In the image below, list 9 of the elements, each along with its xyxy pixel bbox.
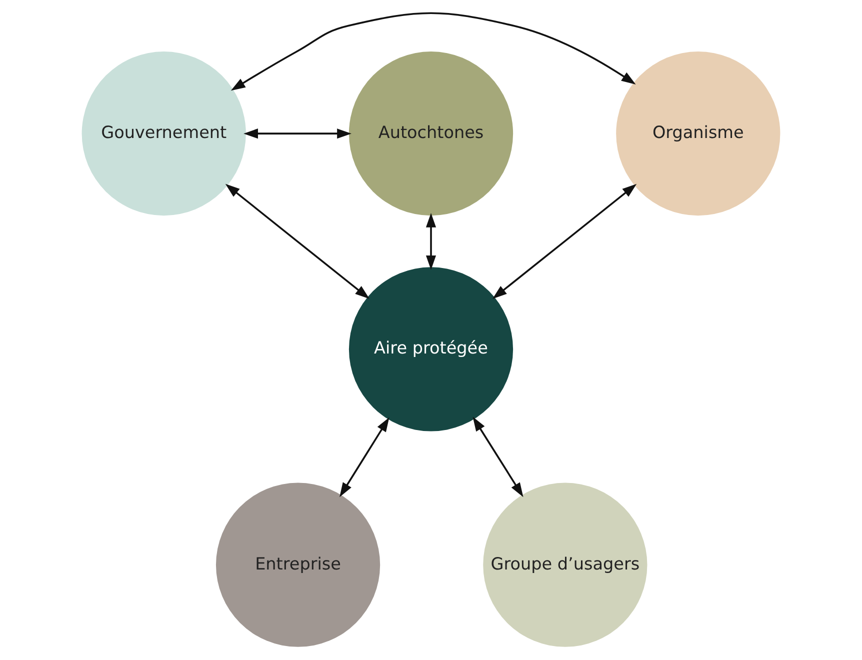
node-circle: Autochtones [348,52,514,216]
arrow [225,184,370,299]
arrow [472,416,524,498]
arrow [492,184,637,299]
arrow [230,12,636,91]
arrow [426,212,436,270]
arrow [244,128,352,139]
arrow [340,417,390,498]
node-circle: Organisme [616,52,780,216]
